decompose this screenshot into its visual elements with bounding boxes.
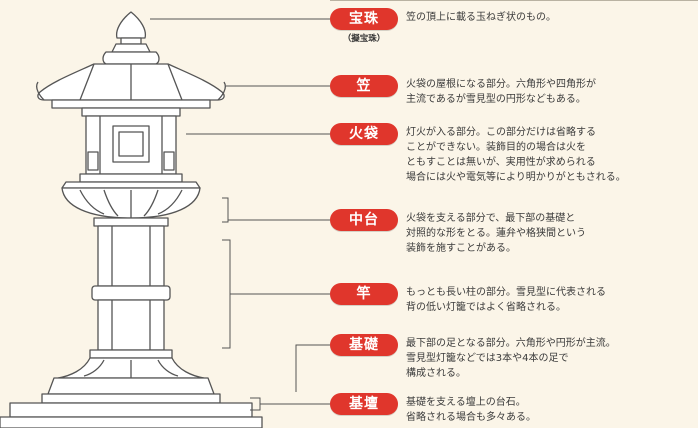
part-label-badge: 基壇 (330, 393, 398, 415)
kasa-roof (36, 63, 226, 109)
part-label-badge: 宝珠 (330, 8, 398, 30)
hoju-finial (102, 11, 160, 65)
leader-kiso (295, 344, 330, 392)
top-rule (330, 0, 698, 1)
hibukuro-firebox (79, 107, 183, 183)
kiso-foundation (47, 349, 215, 395)
part-description: もっとも長い柱の部分。雪見型に代表される 背の低い灯籠ではよく省略される。 (406, 287, 606, 313)
part-description: 最下部の足となる部分。六角形や円形が主流。 雪見型灯籠などでは3本や4本の足で … (406, 338, 616, 379)
part-description: 基礎を支える壇上の台石。 省略される場合も多々ある。 (406, 397, 536, 423)
part-label-badge: 笠 (330, 75, 398, 97)
part-description: 笠の頂上に載る玉ねぎ状のもの。 (406, 12, 556, 23)
part-label-badge: 基礎 (330, 334, 398, 356)
part-alias: （擬宝珠） (342, 34, 386, 44)
part-description: 灯火が入る部分。この部分だけは省略する ことができない。装飾目的の場合は火を と… (406, 127, 626, 183)
part-label-badge: 中台 (330, 209, 398, 231)
part-label-badge: 火袋 (330, 123, 398, 145)
chudai-platform (61, 181, 201, 227)
sao-pillar (91, 225, 171, 351)
leader-chudai (222, 197, 330, 223)
part-description: 火袋の屋根になる部分。六角形や四角形が 主流であるが雪見型の円形などもある。 (406, 79, 596, 105)
leader-sao (222, 239, 330, 349)
leader-kidan (250, 397, 330, 411)
part-description: 火袋を支える部分で、最下部の基礎と 対照的な形をとる。蓮弁や格狭間という 装飾を… (406, 213, 586, 254)
kidan-base (0, 393, 263, 428)
part-label-badge: 竿 (330, 283, 398, 305)
